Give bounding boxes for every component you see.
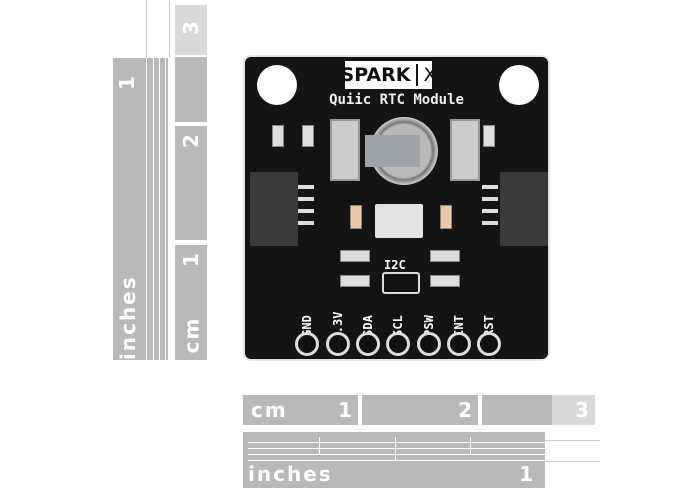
pin-pad-int bbox=[447, 332, 471, 356]
pin-pad-3v3 bbox=[326, 332, 350, 356]
vertical-cm-segment-2: 2 bbox=[175, 126, 207, 240]
pin-pad-psw bbox=[417, 332, 441, 356]
i2c-jumper bbox=[382, 272, 420, 294]
i2c-jumper-label: I2C bbox=[384, 258, 406, 272]
horizontal-inches-label: inches bbox=[248, 462, 333, 486]
horizontal-inches-ruler: inches 1 bbox=[243, 432, 545, 488]
rtc-chip bbox=[375, 204, 423, 238]
horizontal-cm-mark-2: 2 bbox=[458, 398, 474, 422]
horizontal-cm-segment-3 bbox=[482, 395, 552, 425]
pin-pad-sda bbox=[356, 332, 380, 356]
pin-pad-gnd bbox=[295, 332, 319, 356]
mounting-hole bbox=[257, 65, 297, 105]
battery-clip bbox=[330, 119, 360, 181]
mounting-hole bbox=[499, 65, 539, 105]
vertical-cm-mark-1: 1 bbox=[178, 251, 203, 267]
vertical-cm-segment-3b bbox=[175, 57, 207, 122]
horizontal-inches-mark-1: 1 bbox=[519, 462, 535, 486]
battery-tab bbox=[365, 135, 420, 167]
board-title: Quiic RTC Module bbox=[329, 92, 464, 108]
vertical-cm-segment-1: 1 cm bbox=[175, 245, 207, 360]
vertical-inches-ruler: inches 1 bbox=[113, 58, 168, 360]
vertical-inches-label: inches bbox=[116, 275, 140, 360]
horizontal-ruler-extension bbox=[545, 440, 600, 462]
vertical-cm-label: cm bbox=[179, 316, 204, 354]
qwiic-connector-left[interactable] bbox=[250, 172, 298, 246]
horizontal-cm-mark-1: 1 bbox=[338, 398, 354, 422]
vertical-cm-mark-2: 2 bbox=[178, 132, 203, 148]
horizontal-cm-segment-3b: 3 bbox=[552, 395, 595, 425]
pin-pad-rst bbox=[477, 332, 501, 356]
qwiic-connector-right[interactable] bbox=[500, 172, 548, 246]
vertical-cm-segment-3: 3 bbox=[175, 5, 207, 55]
battery-clip bbox=[450, 119, 480, 181]
horizontal-cm-segment-2: 2 bbox=[362, 395, 478, 425]
vertical-cm-mark-3: 3 bbox=[178, 19, 203, 35]
vertical-inches-mark-1: 1 bbox=[114, 74, 139, 90]
horizontal-cm-mark-3: 3 bbox=[575, 398, 591, 422]
vertical-ruler-extension bbox=[146, 0, 170, 58]
horizontal-cm-label: cm bbox=[251, 398, 288, 422]
pin-pad-scl bbox=[386, 332, 410, 356]
horizontal-cm-segment-1: cm 1 bbox=[243, 395, 358, 425]
